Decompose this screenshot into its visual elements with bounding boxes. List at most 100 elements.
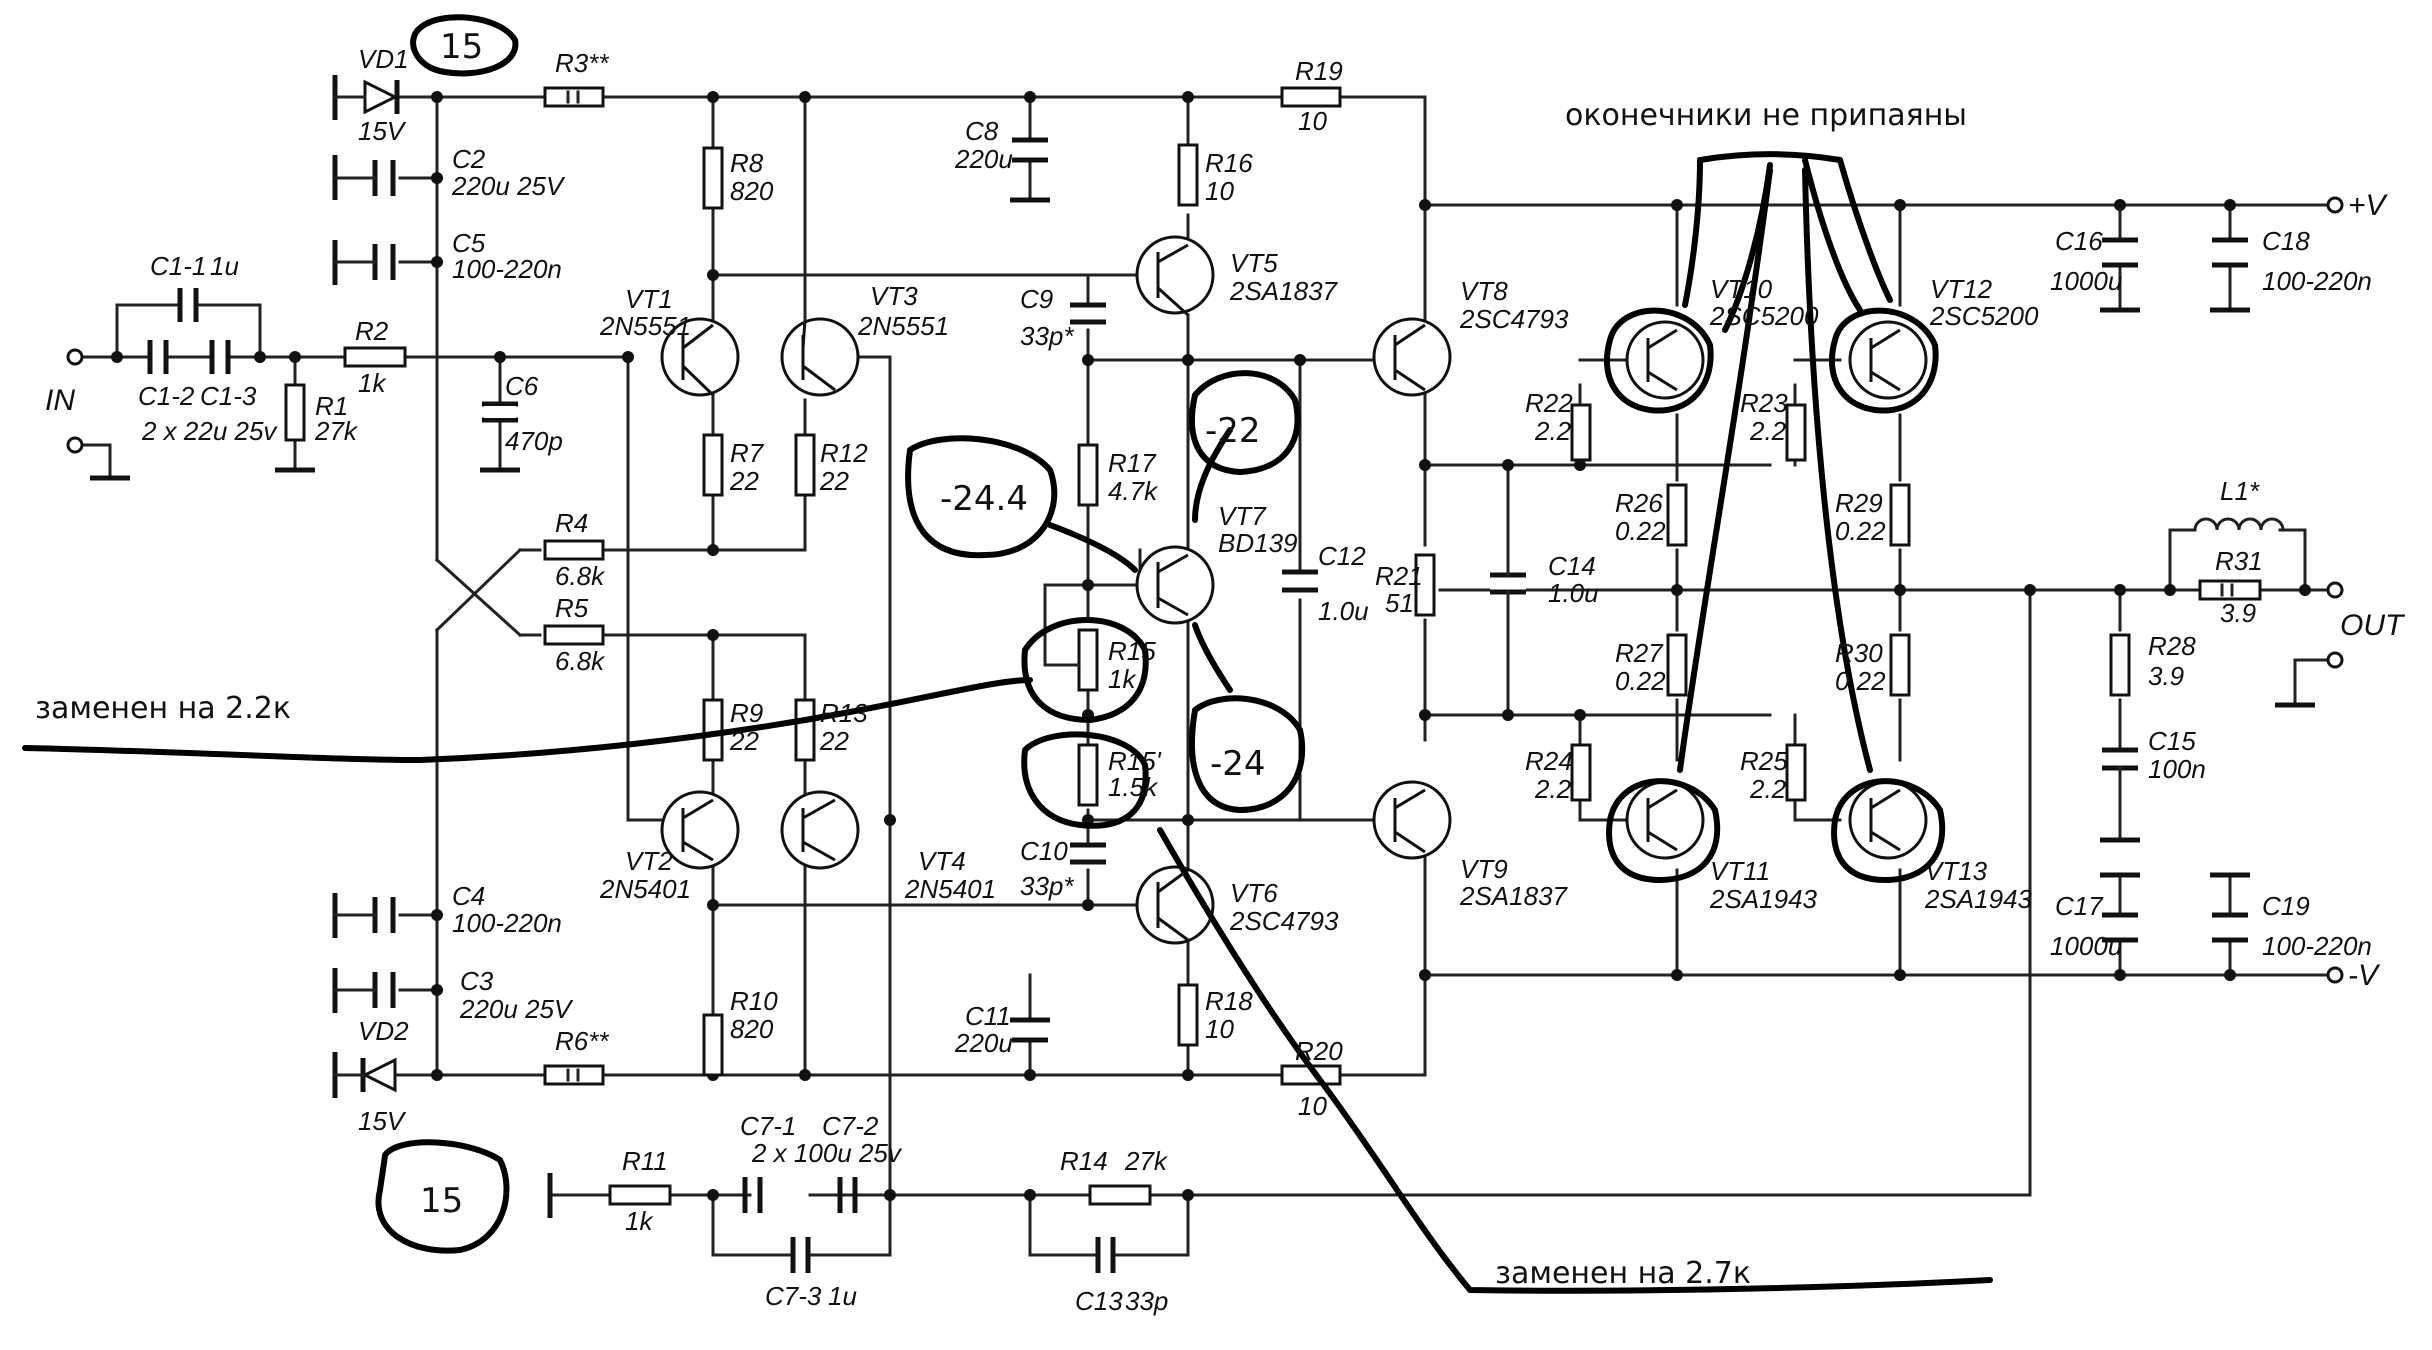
label-c19: C19 bbox=[2262, 891, 2310, 921]
value-c10: 33p* bbox=[1020, 871, 1074, 901]
value-r19: 10 bbox=[1298, 106, 1327, 136]
value-c1-23: 2 x 22u 25v bbox=[141, 416, 278, 446]
value-c7-3: 1u bbox=[828, 1281, 857, 1311]
note-output-not-soldered: оконечники не припаяны bbox=[1565, 98, 1967, 133]
label-vd2: VD2 bbox=[358, 1016, 409, 1046]
label-r6: R6** bbox=[555, 1026, 609, 1056]
label-r17: R17 bbox=[1108, 448, 1157, 478]
label-r9: R9 bbox=[730, 698, 763, 728]
net-out: OUT bbox=[2340, 609, 2406, 642]
label-r29: R29 bbox=[1835, 488, 1883, 518]
label-r23: R23 bbox=[1740, 388, 1788, 418]
value-r15p: 1.5k bbox=[1108, 772, 1159, 802]
label-c1-2: C1-2 bbox=[138, 381, 195, 411]
label-vt7: VT7 bbox=[1218, 501, 1267, 531]
voltage-vt7-emitter: -24 bbox=[1210, 744, 1266, 784]
value-r15: 1k bbox=[1108, 664, 1137, 694]
label-c2: C2 bbox=[452, 144, 486, 174]
value-r10: 820 bbox=[730, 1014, 774, 1044]
value-vt10: 2SC5200 bbox=[1709, 301, 1819, 331]
value-vt3: 2N5551 bbox=[857, 311, 949, 341]
label-vt5: VT5 bbox=[1230, 248, 1278, 278]
value-c13: 33p bbox=[1125, 1286, 1168, 1316]
label-c10: C10 bbox=[1020, 836, 1068, 866]
handwritten-marks bbox=[22, 14, 1993, 1294]
label-vt2: VT2 bbox=[625, 846, 673, 876]
value-vt6: 2SC4793 bbox=[1229, 906, 1339, 936]
value-c19: 100-220n bbox=[2262, 931, 2372, 961]
label-r25: R25 bbox=[1740, 746, 1788, 776]
label-vt11: VT11 bbox=[1710, 856, 1770, 886]
value-r20: 10 bbox=[1298, 1091, 1327, 1121]
label-c1-3: C1-3 bbox=[200, 381, 257, 411]
capacitors bbox=[147, 137, 2248, 1273]
label-r27: R27 bbox=[1615, 638, 1664, 668]
label-c18: C18 bbox=[2262, 226, 2310, 256]
voltage-15-bottom: 15 bbox=[420, 1181, 463, 1221]
label-vt3: VT3 bbox=[870, 281, 918, 311]
voltage-vt7-base: -24.4 bbox=[940, 479, 1028, 519]
voltage-15-top: 15 bbox=[440, 27, 483, 67]
label-r24: R24 bbox=[1525, 746, 1573, 776]
label-r5: R5 bbox=[555, 593, 589, 623]
value-r4: 6.8k bbox=[555, 561, 606, 591]
note-r15-replaced: заменен на 2.2к bbox=[35, 691, 291, 726]
label-c11: C11 bbox=[965, 1001, 1011, 1031]
label-r12: R12 bbox=[820, 438, 868, 468]
value-r31: 3.9 bbox=[2220, 598, 2256, 628]
label-c17: C17 bbox=[2055, 891, 2104, 921]
value-r22: 2.2 bbox=[1534, 416, 1572, 446]
label-r1: R1 bbox=[315, 391, 348, 421]
transistors bbox=[660, 235, 1928, 945]
label-vt9: VT9 bbox=[1460, 854, 1508, 884]
diodes bbox=[333, 79, 400, 1093]
label-c1-1: C1-1 bbox=[150, 251, 206, 281]
value-c15: 100n bbox=[2148, 754, 2206, 784]
value-r13: 22 bbox=[819, 726, 849, 756]
label-c6: C6 bbox=[505, 371, 539, 401]
label-c4: C4 bbox=[452, 881, 485, 911]
value-vd1: 15V bbox=[358, 116, 407, 146]
value-c12: 1.0u bbox=[1318, 596, 1369, 626]
value-r25: 2.2 bbox=[1749, 774, 1787, 804]
label-c12: C12 bbox=[1318, 541, 1366, 571]
label-l1: L1* bbox=[2220, 476, 2260, 506]
label-c7-3: C7-3 bbox=[765, 1281, 822, 1311]
value-r18: 10 bbox=[1205, 1014, 1234, 1044]
value-r14: 27k bbox=[1124, 1146, 1169, 1176]
value-c5: 100-220n bbox=[452, 254, 562, 284]
net-vplus: +V bbox=[2348, 189, 2389, 222]
label-r10: R10 bbox=[730, 986, 778, 1016]
label-r2: R2 bbox=[355, 316, 389, 346]
label-vt10: VT10 bbox=[1710, 274, 1773, 304]
value-vt2: 2N5401 bbox=[599, 874, 691, 904]
value-c7-12: 2 x 100u 25v bbox=[751, 1138, 903, 1168]
net-in: IN bbox=[45, 384, 75, 417]
label-r18: R18 bbox=[1205, 986, 1253, 1016]
label-vt6: VT6 bbox=[1230, 878, 1278, 908]
value-r7: 22 bbox=[729, 466, 759, 496]
label-r4: R4 bbox=[555, 508, 588, 538]
label-c7-2: C7-2 bbox=[822, 1111, 879, 1141]
value-c3: 220u 25V bbox=[459, 994, 574, 1024]
value-r23: 2.2 bbox=[1749, 416, 1787, 446]
label-r15p: R15' bbox=[1108, 746, 1162, 776]
annotations: оконечники не припаяны заменен на 2.2к з… bbox=[35, 27, 1967, 1291]
label-c15: C15 bbox=[2148, 726, 2196, 756]
value-r29: 0.22 bbox=[1835, 516, 1886, 546]
label-r13: R13 bbox=[820, 698, 868, 728]
value-r1: 27k bbox=[314, 416, 359, 446]
value-c18: 100-220n bbox=[2262, 266, 2372, 296]
value-c8: 220u bbox=[954, 144, 1013, 174]
value-r26: 0.22 bbox=[1615, 516, 1666, 546]
label-r15: R15 bbox=[1108, 636, 1156, 666]
label-r11: R11 bbox=[622, 1146, 668, 1176]
value-r16: 10 bbox=[1205, 176, 1234, 206]
value-c2: 220u 25V bbox=[451, 171, 566, 201]
value-r30: 0.22 bbox=[1835, 666, 1886, 696]
value-c17: 1000u bbox=[2050, 931, 2122, 961]
note-r15p-replaced: заменен на 2.7к bbox=[1495, 1256, 1751, 1291]
part-labels: VD1 15V VD2 15V R3** R6** C2 220u 25V C5… bbox=[138, 44, 2372, 1316]
value-c1-1: 1u bbox=[210, 251, 239, 281]
value-r17: 4.7k bbox=[1108, 476, 1159, 506]
